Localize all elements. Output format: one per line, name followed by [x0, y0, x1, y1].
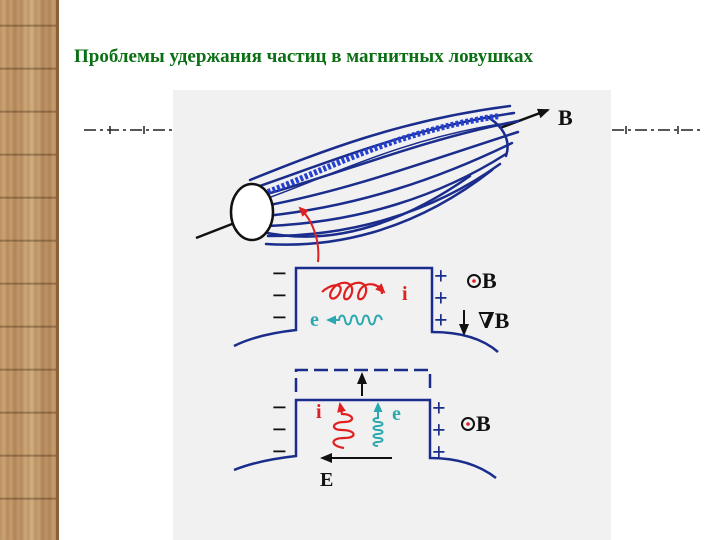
bottom-field-out-symbol	[461, 417, 475, 431]
wood-border-edge	[56, 0, 59, 540]
bottom-plus-2: +	[432, 418, 446, 444]
field-b-label: B	[558, 105, 573, 130]
magnetic-trap-diagram: B − − − + + + i e B ∇B − − − + + + i e	[195, 104, 573, 491]
middle-boundary	[233, 266, 499, 353]
bottom-electron-label: e	[392, 403, 401, 425]
middle-plus-2: +	[434, 286, 448, 312]
ion-to-tube-arrow	[298, 206, 320, 263]
middle-electron-gyration	[326, 314, 383, 326]
middle-electron-label: e	[310, 309, 319, 331]
field-axis-arrow	[499, 108, 550, 130]
middle-field-label: B	[482, 268, 497, 293]
bottom-electron-gyration	[372, 402, 384, 447]
gradient-label: ∇B	[478, 308, 510, 333]
middle-ion-gyration	[321, 281, 384, 301]
field-out-of-page-symbol	[467, 274, 481, 288]
middle-panel: − − − + + + i e B ∇B	[233, 259, 510, 353]
tube-highlight	[266, 113, 501, 195]
bottom-minus-1: −	[272, 393, 287, 422]
bottom-field-label: B	[476, 411, 491, 436]
tube-end-cap	[229, 182, 275, 242]
left-dashed-rule	[84, 126, 172, 134]
middle-ion-label: i	[402, 283, 408, 305]
bottom-ion-gyration	[332, 402, 355, 450]
middle-plus-1: +	[434, 264, 448, 290]
bottom-displaced-boundary	[294, 368, 432, 392]
wood-border	[0, 0, 56, 540]
bottom-minus-2: −	[272, 415, 287, 444]
efield-label: E	[320, 469, 333, 491]
bottom-ion-label: i	[316, 401, 322, 423]
flux-tube: B	[195, 104, 573, 263]
field-axis-back	[195, 222, 233, 240]
bottom-boundary	[233, 398, 497, 479]
right-dashed-rule	[612, 126, 700, 134]
bottom-plus-1: +	[432, 396, 446, 422]
bottom-plus-3: +	[432, 440, 446, 466]
middle-minus-3: −	[272, 303, 287, 332]
middle-plus-3: +	[434, 308, 448, 334]
slide-title: Проблемы удержания частиц в магнитных ло…	[74, 46, 533, 67]
bottom-panel: − − − + + + i e E B	[233, 368, 497, 491]
field-lines	[248, 104, 520, 246]
bottom-minus-3: −	[272, 437, 287, 466]
middle-minus-1: −	[272, 259, 287, 288]
middle-minus-2: −	[272, 281, 287, 310]
